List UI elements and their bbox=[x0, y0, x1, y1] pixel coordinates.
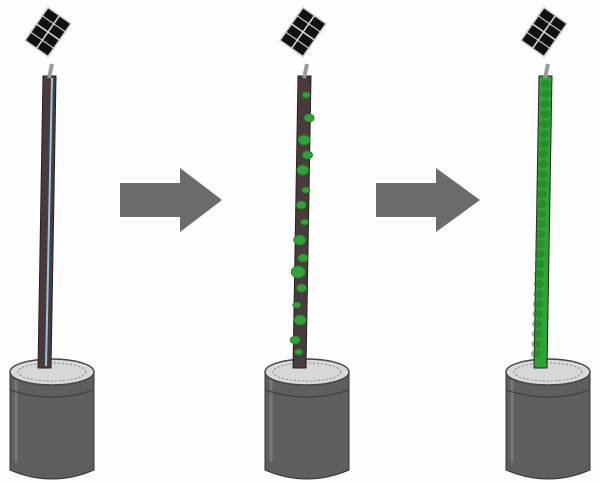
grate-pattern bbox=[17, 362, 87, 382]
moss-patch bbox=[296, 164, 310, 176]
moss-texture bbox=[533, 290, 544, 298]
moss-patch bbox=[292, 301, 302, 309]
planter-base bbox=[264, 371, 350, 480]
panel-grid bbox=[290, 15, 316, 49]
moss-patch bbox=[297, 253, 309, 263]
moss-texture bbox=[538, 160, 549, 168]
panel-grid bbox=[526, 31, 551, 49]
solar-panel bbox=[24, 6, 72, 58]
moss-texture bbox=[541, 80, 552, 88]
moss-texture bbox=[537, 170, 548, 178]
grate-pattern bbox=[272, 362, 342, 382]
planter-rim bbox=[9, 389, 95, 398]
moss-patch bbox=[302, 150, 313, 160]
planter-rim bbox=[505, 389, 591, 398]
panel-grid bbox=[30, 31, 55, 49]
planter-rim bbox=[264, 389, 350, 398]
panel-bracket bbox=[47, 63, 54, 79]
moss-patch bbox=[295, 200, 307, 210]
panel-bracket bbox=[302, 63, 309, 79]
moss-texture bbox=[538, 140, 549, 148]
moss-texture bbox=[533, 280, 544, 288]
moss-texture bbox=[540, 90, 551, 98]
panel-grid bbox=[531, 15, 557, 49]
moss-texture bbox=[531, 350, 542, 358]
moss-texture bbox=[532, 300, 543, 308]
moss-texture bbox=[534, 270, 545, 278]
arrow-1 bbox=[120, 168, 222, 232]
arrow-2 bbox=[376, 168, 480, 232]
moss-texture bbox=[535, 230, 546, 238]
moss-texture bbox=[539, 120, 550, 128]
moss-texture bbox=[534, 260, 545, 268]
moss-texture bbox=[536, 200, 547, 208]
solar-panel bbox=[520, 6, 568, 58]
panel-grid bbox=[41, 15, 66, 33]
moss-patch bbox=[300, 218, 309, 226]
grate-pattern bbox=[513, 362, 583, 382]
pole-stage-full bbox=[505, 6, 591, 480]
panel-bracket bbox=[543, 63, 550, 79]
moss-patch bbox=[289, 335, 301, 345]
moss-patch bbox=[303, 113, 315, 123]
moss-texture bbox=[531, 330, 542, 338]
moss-texture bbox=[539, 130, 550, 138]
moss-texture bbox=[535, 240, 546, 248]
planter-grate bbox=[264, 358, 350, 386]
planter-base bbox=[9, 371, 95, 480]
moss-texture bbox=[532, 310, 543, 318]
moss-texture bbox=[536, 210, 547, 218]
moss-patch bbox=[294, 348, 304, 356]
planter-grate bbox=[9, 358, 95, 386]
moss-patch bbox=[301, 186, 311, 194]
moss-texture bbox=[535, 220, 546, 228]
solar-panel bbox=[279, 6, 327, 58]
pole-stage-bare bbox=[9, 6, 95, 480]
planter-grate bbox=[505, 358, 591, 386]
moss-texture bbox=[531, 340, 542, 348]
moss-patch bbox=[297, 134, 311, 146]
panel-grid bbox=[296, 15, 321, 33]
moss-texture bbox=[540, 100, 551, 108]
moss-texture bbox=[537, 190, 548, 198]
moss-texture bbox=[537, 180, 548, 188]
moss-texture bbox=[540, 110, 551, 118]
panel-grid bbox=[285, 31, 310, 49]
moss-patch bbox=[296, 283, 307, 293]
moss-patch bbox=[301, 91, 311, 99]
moss-patch bbox=[290, 265, 306, 279]
panel-grid bbox=[35, 15, 61, 49]
moss-texture bbox=[538, 150, 549, 158]
planter-base bbox=[505, 371, 591, 480]
panel-grid bbox=[537, 15, 562, 33]
moss-patch bbox=[293, 314, 307, 326]
moss-patch bbox=[293, 234, 307, 246]
water-line bbox=[45, 77, 53, 367]
pole-stage-partial bbox=[264, 6, 350, 480]
moss-texture bbox=[532, 320, 543, 328]
moss-texture bbox=[534, 250, 545, 258]
